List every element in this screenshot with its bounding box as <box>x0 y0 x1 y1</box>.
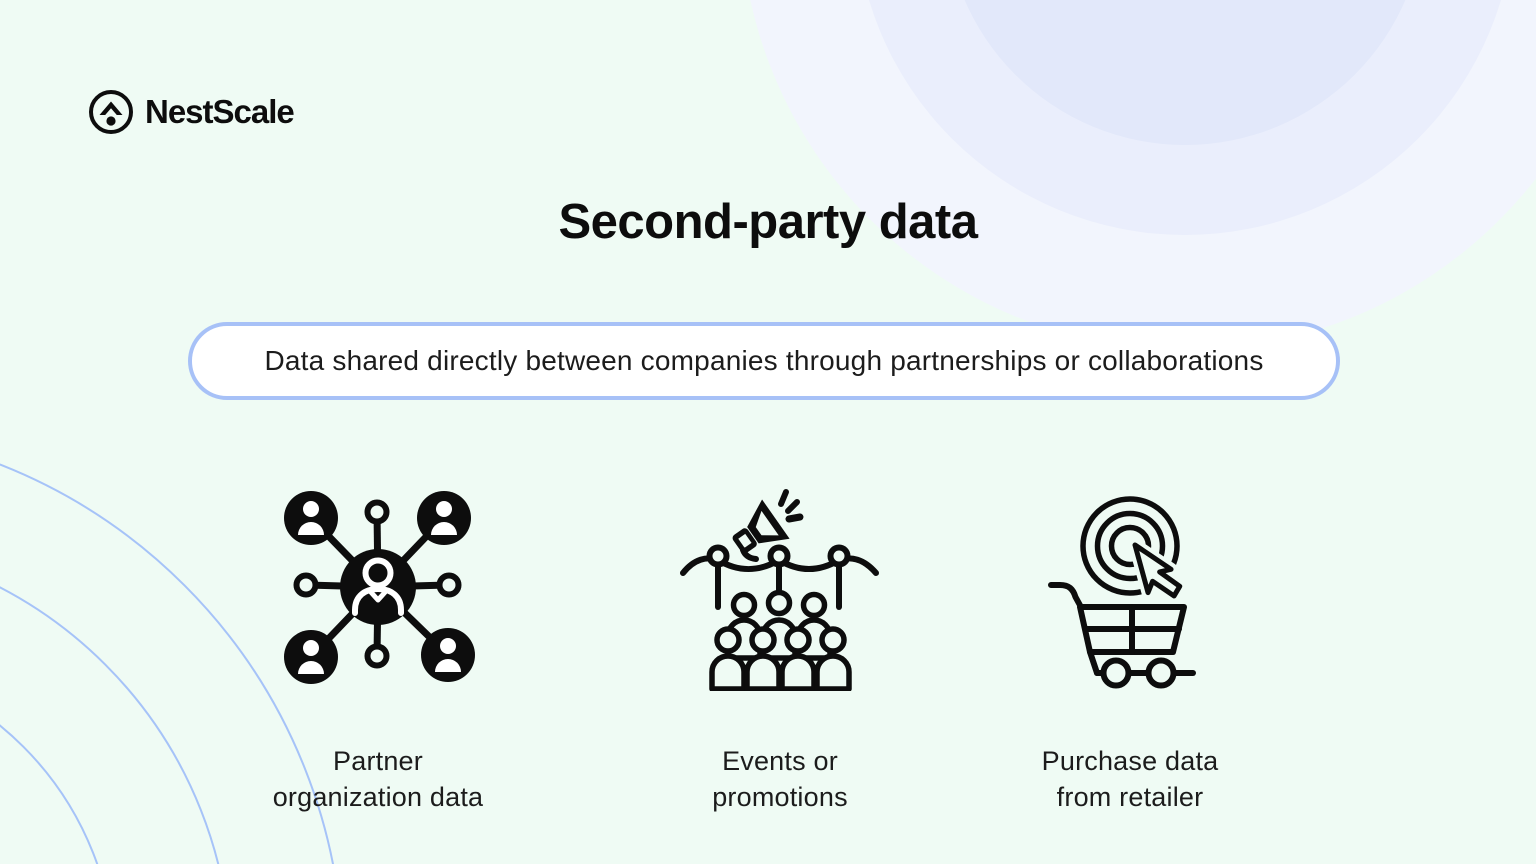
nestscale-logo-icon <box>89 90 133 134</box>
page-title: Second-party data <box>558 195 978 249</box>
item-events-or-promotions: Events or promotions <box>620 486 940 815</box>
item-label: Partner organization data <box>272 746 484 812</box>
item-purchase-data-from-retailer: Purchase data from retailer <box>970 486 1290 815</box>
description-text: Data shared directly between companies t… <box>264 345 1264 376</box>
logo: NestScale <box>88 89 295 135</box>
description-pill: Data shared directly between companies t… <box>188 322 1340 400</box>
item-label: Purchase data from retailer <box>1041 746 1219 812</box>
item-partner-organization-data: Partner organization data <box>218 486 538 815</box>
partner-network-icon <box>284 491 475 684</box>
item-label: Events or promotions <box>712 746 848 812</box>
crowd-megaphone-icon <box>680 489 879 691</box>
logo-text: NestScale <box>145 93 295 130</box>
cart-target-cursor-icon <box>1048 496 1196 689</box>
